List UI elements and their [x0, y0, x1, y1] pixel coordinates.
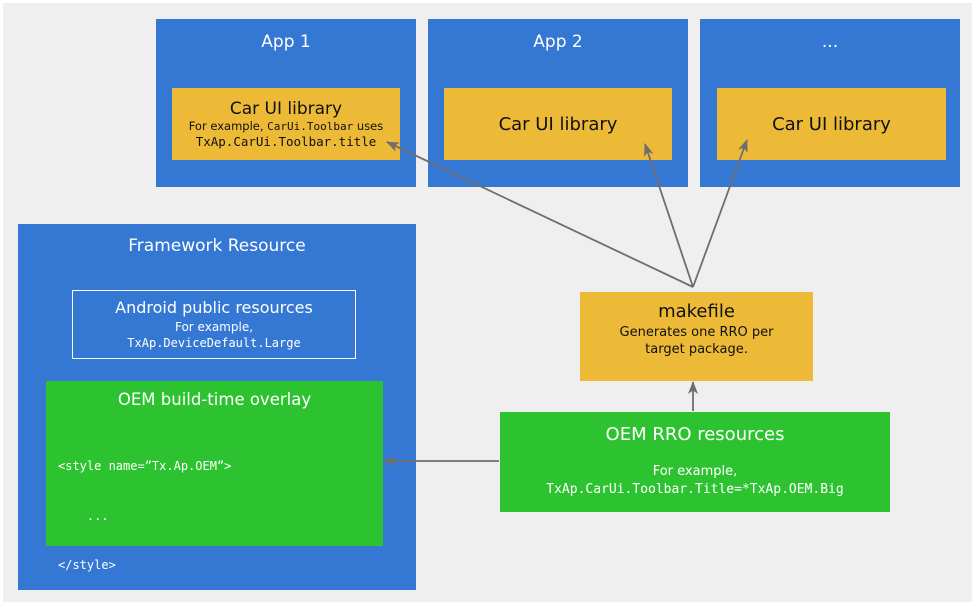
framework-resource-title: Framework Resource: [128, 236, 306, 256]
makefile-subtitle: Generates one RRO per target package.: [619, 325, 774, 357]
oem-rro-resources-box: OEM RRO resources For example, TxAp.CarU…: [500, 412, 890, 512]
android-public-resources-box: Android public resources For example, Tx…: [72, 290, 356, 359]
app3-title: ...: [821, 32, 839, 52]
app1-note-suffix: uses: [353, 118, 384, 133]
app3-carui-library-box: Car UI library: [717, 88, 946, 160]
app1-carui-library-box: Car UI library For example, CarUi.Toolba…: [172, 88, 400, 160]
app3-carui-title: Car UI library: [772, 113, 891, 135]
android-public-note: For example,: [174, 320, 254, 334]
app1-carui-title: Car UI library: [229, 98, 343, 119]
oem-rro-code: TxAp.CarUi.Toolbar.Title=*TxAp.OEM.Big: [546, 482, 844, 497]
oem-build-time-overlay-box: OEM build-time overlay <style name=”Tx.A…: [46, 381, 383, 572]
code-line: ...: [58, 508, 109, 523]
code-line: </style>: [58, 558, 116, 572]
app1-carui-code: TxAp.CarUi.Toolbar.title: [195, 133, 377, 149]
makefile-title: makefile: [658, 301, 735, 322]
app1-carui-note: For example, CarUi.Toolbar uses: [189, 119, 384, 134]
oem-overlay-title: OEM build-time overlay: [117, 390, 312, 409]
framework-resource-box: Framework Resource Android public resour…: [18, 224, 416, 590]
code-line: <style name=”Tx.Ap.OEM”>: [58, 459, 232, 473]
oem-rro-title: OEM RRO resources: [605, 424, 785, 445]
app1-title: App 1: [261, 32, 311, 52]
app2-title: App 2: [533, 32, 583, 52]
makefile-box: makefile Generates one RRO per target pa…: [580, 292, 813, 381]
android-public-title: Android public resources: [115, 298, 313, 317]
app2-carui-title: Car UI library: [498, 113, 618, 135]
oem-overlay-code: <style name=”Tx.Ap.OEM”> ... </style> <s…: [58, 425, 246, 602]
app1-note-code: CarUi.Toolbar: [267, 119, 354, 133]
android-public-code: TxAp.DeviceDefault.Large: [127, 336, 301, 350]
app2-carui-library-box: Car UI library: [444, 88, 672, 160]
oem-rro-note: For example,: [652, 464, 738, 479]
diagram-canvas: App 1 Car UI library For example, CarUi.…: [3, 3, 972, 602]
app1-note-prefix: For example,: [188, 118, 268, 133]
